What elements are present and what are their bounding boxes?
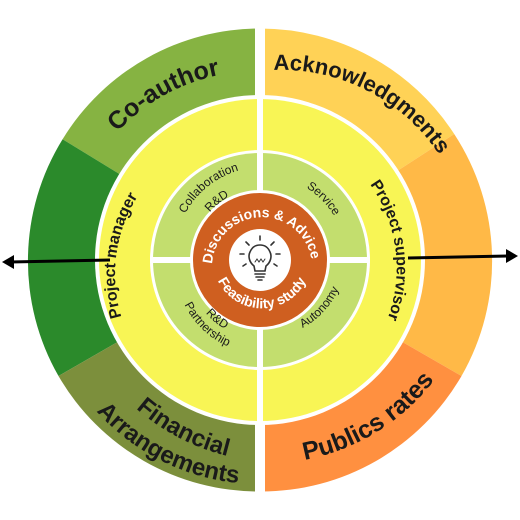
lightbulb-icon [239,235,281,281]
arrow-right-icon [407,249,518,263]
arrow-left-icon [2,255,111,269]
